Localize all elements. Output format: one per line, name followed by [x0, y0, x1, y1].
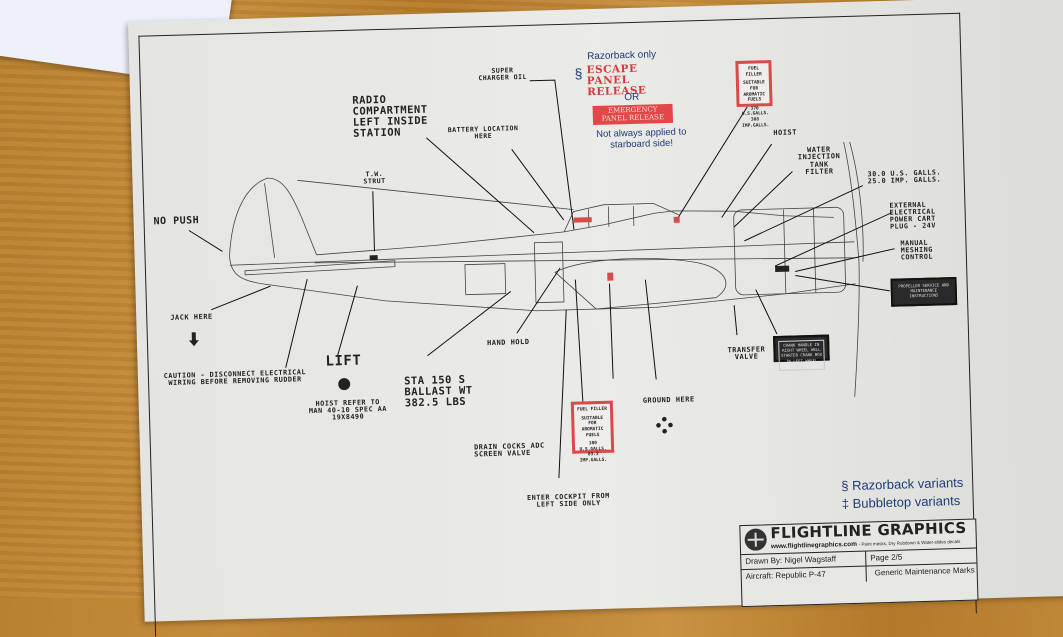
- fuel-filler-top-capacity: 370 U.S.GALLS. 308 IMP.GALLS.: [741, 106, 770, 129]
- razorback-symbol: §: [574, 65, 583, 82]
- fuel-filler-placard-top: FUEL FILLER SUITABLE FOR AROMATIC FUELS …: [735, 60, 773, 129]
- fuel-filler-bottom-body: SUITABLE FOR AROMATIC FUELS: [581, 415, 604, 438]
- callout-no-push: NO PUSH: [153, 215, 200, 228]
- drawing-sheet: Razorback only § ESCAPE PANEL RELEASE OR…: [128, 0, 1063, 637]
- lift-point-dot: [338, 378, 351, 391]
- fuel-filler-top-body: SUITABLE FOR AROMATIC FUELS: [743, 80, 766, 103]
- razorback-heading: Razorback only: [586, 49, 657, 63]
- stabilizer: [244, 260, 396, 276]
- fuel-filler-top-title: FUEL FILLER: [745, 66, 762, 78]
- emergency-panel-plate: EMERGENCY PANEL RELEASE: [592, 103, 674, 126]
- callout-fuel-gallons: 30.0 U.S. GALLS. 25.0 IMP. GALLS.: [867, 168, 942, 186]
- callout-hoist-reference: HOIST REFER TO MAN 40-10 SPEC AA 19X8490: [308, 398, 388, 422]
- callout-radio-compartment: RADIO COMPARTMENT LEFT INSIDE STATION: [352, 93, 429, 140]
- wing: [554, 258, 727, 310]
- brand-website[interactable]: www.flightlinegraphics.com: [770, 540, 858, 551]
- callout-enter-cockpit: ENTER COCKPIT FROM LEFT SIDE ONLY: [526, 491, 610, 509]
- fuel-filler-marking: [673, 216, 680, 223]
- crank-handle-plate-text: CRANK HANDLE IN RIGHT WHEEL WELL STARTER…: [778, 339, 825, 371]
- tw-strut-marking: [369, 255, 378, 261]
- tail-wire: [297, 179, 574, 211]
- callout-external-power: EXTERNAL ELECTRICAL POWER CART PLUG - 24…: [889, 200, 937, 232]
- callout-supercharger-oil: SUPER CHARGER OIL: [478, 66, 528, 83]
- title-block: FLIGHTLINE GRAPHICS www.flightlinegraphi…: [739, 518, 979, 608]
- canopy: [563, 203, 679, 233]
- propeller-instruction-plate: PROPELLER SERVICE AND MAINTENANCE INSTRU…: [890, 276, 958, 307]
- escape-panel-marking: [573, 217, 592, 223]
- callout-hoist: HOIST: [773, 128, 798, 138]
- callout-transfer-valve: TRANSFER VALVE: [727, 345, 766, 362]
- callout-lift: LIFT: [325, 352, 362, 370]
- tail-fin: [229, 177, 317, 256]
- aircraft-drawing: [188, 79, 895, 479]
- callout-battery-location: BATTERY LOCATION HERE: [447, 124, 519, 141]
- fuselage-bottom: [229, 255, 856, 312]
- crank-handle-plate: CRANK HANDLE IN RIGHT WHEEL WELL STARTER…: [773, 334, 830, 371]
- ground-symbol: [656, 416, 673, 434]
- callout-hand-hold: HAND HOLD: [486, 337, 530, 348]
- prop-plate-marking: [775, 265, 790, 273]
- callout-tw-strut: T.W. STRUT: [363, 169, 386, 186]
- fuel-filler-placard-bottom: FUEL FILLER SUITABLE FOR AROMATIC FUELS …: [570, 400, 615, 464]
- callout-drain-cocks: DRAIN COCKS ADC SCREEN VALVE: [473, 441, 545, 459]
- callout-sta150-ballast: STA 150 S BALLAST WT 382.5 LBS: [403, 373, 473, 410]
- callout-ground-here: GROUND HERE: [642, 395, 695, 405]
- cowling: [733, 206, 847, 296]
- fuel-filler-bottom-title: FUEL FILLER: [577, 406, 607, 413]
- callout-water-injection: WATER INJECTION TANK FILTER: [797, 145, 841, 177]
- flightline-logo-icon: [744, 528, 768, 551]
- wing-fuel-filler-marking: [607, 272, 614, 281]
- fuel-filler-bottom-capacity: 100 U.S.GALLS. 83.3 IMP.GALLS.: [579, 441, 608, 464]
- fuselage-top: [316, 210, 834, 256]
- leader-lines: [188, 79, 895, 479]
- sheet-subject: Generic Maintenance Marks: [874, 565, 975, 578]
- or-label: OR: [624, 91, 640, 104]
- propeller: [843, 141, 860, 397]
- jack-arrow-icon: [188, 332, 199, 347]
- callout-manual-meshing: MANUAL MESHING CONTROL: [900, 238, 934, 262]
- callout-jack-here: JACK HERE: [170, 312, 213, 322]
- razorback-footnote: Not always applied to starboard side!: [596, 126, 687, 151]
- aircraft-type: Aircraft: Republic P-47: [741, 566, 867, 586]
- brand-tagline: - Paint masks, Dry Rubdown & Water-slide…: [858, 538, 961, 547]
